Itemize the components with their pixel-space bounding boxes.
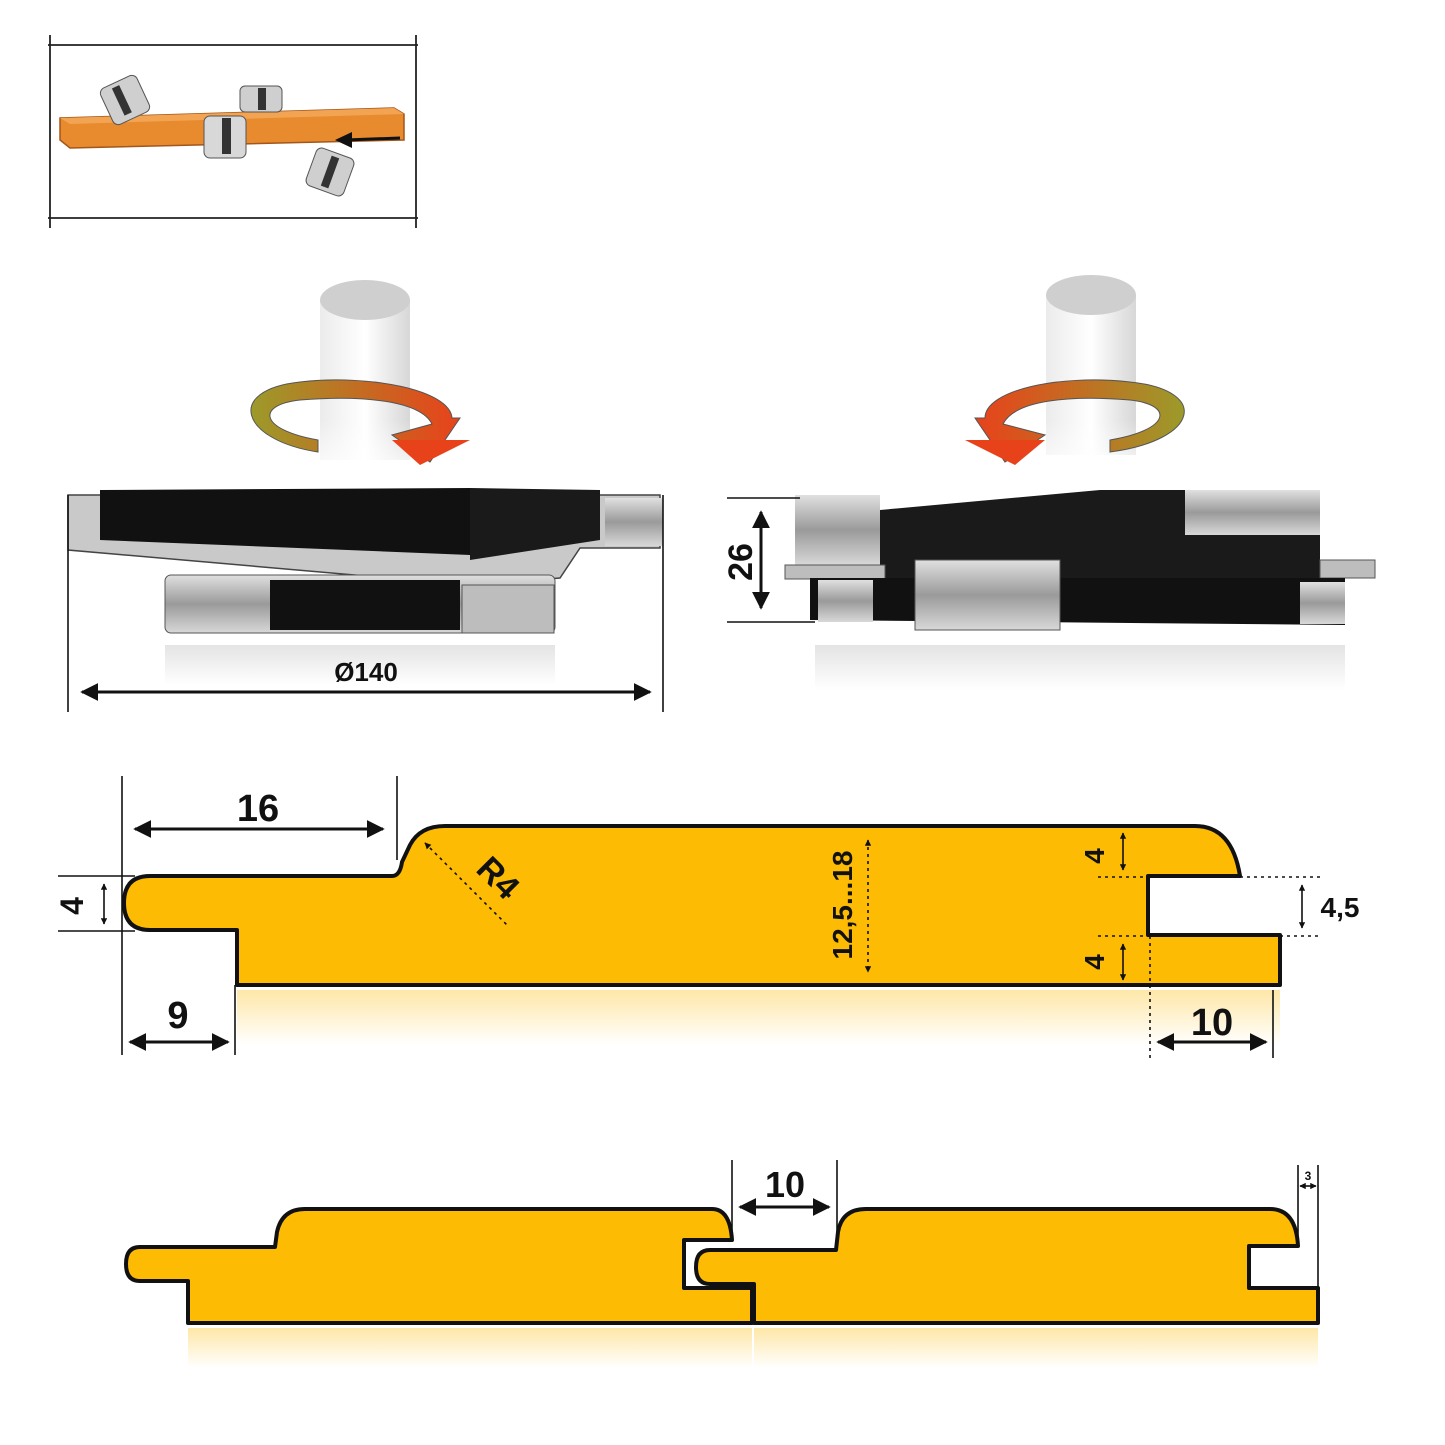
board-thickness-dimension: 12,5...18 xyxy=(827,839,872,973)
groove-top-label: 4 xyxy=(1079,848,1110,864)
groove-width-dimension: 4,5 xyxy=(1240,876,1360,937)
groove-width-label: 4,5 xyxy=(1321,892,1360,923)
tongue-length-dimension: 16 xyxy=(121,776,398,1055)
router-bit-icon xyxy=(99,74,151,126)
router-bit-icon xyxy=(305,147,355,197)
assembly-board-left xyxy=(124,1207,754,1368)
shoulder-offset-label: 9 xyxy=(167,995,188,1037)
workpiece-sketch xyxy=(48,35,418,228)
rotation-arrow-icon xyxy=(965,379,1185,465)
groove-bottom-dimension: 4 xyxy=(1079,935,1148,981)
groove-depth-label: 10 xyxy=(1191,1002,1233,1044)
feed-direction-arrow xyxy=(335,132,401,148)
router-bit-icon xyxy=(203,115,247,159)
tongue-thickness-label: 4 xyxy=(54,897,90,915)
spindle-icon xyxy=(1046,275,1136,480)
diameter-dimension: Ø140 xyxy=(67,495,664,712)
rotation-arrow-icon xyxy=(250,379,470,465)
assembly-board-right xyxy=(694,1207,1320,1368)
groove-top-dimension: 4 xyxy=(1079,832,1148,878)
tongue-length-label: 16 xyxy=(237,788,279,830)
router-bit-icon xyxy=(239,85,283,113)
board-thickness-label: 12,5...18 xyxy=(827,851,858,960)
assembly-edge-label: 3 xyxy=(1305,1169,1312,1183)
tongue-thickness-dimension: 4 xyxy=(54,875,135,932)
groove-bottom-label: 4 xyxy=(1079,954,1110,970)
shoulder-offset-dimension: 9 xyxy=(128,985,236,1055)
height-dimension: 26 xyxy=(722,497,815,623)
assembly-gap-label: 10 xyxy=(765,1164,805,1205)
left-cutter xyxy=(67,280,663,685)
right-cutter xyxy=(784,275,1376,690)
assembly-edge-dimension: 3 xyxy=(1297,1165,1319,1300)
diameter-label: Ø140 xyxy=(334,657,398,687)
height-label: 26 xyxy=(722,543,760,581)
assembly-gap-dimension: 10 xyxy=(731,1160,838,1248)
profile-board xyxy=(122,824,1282,1045)
groove-depth-dimension: 10 xyxy=(1149,936,1274,1058)
